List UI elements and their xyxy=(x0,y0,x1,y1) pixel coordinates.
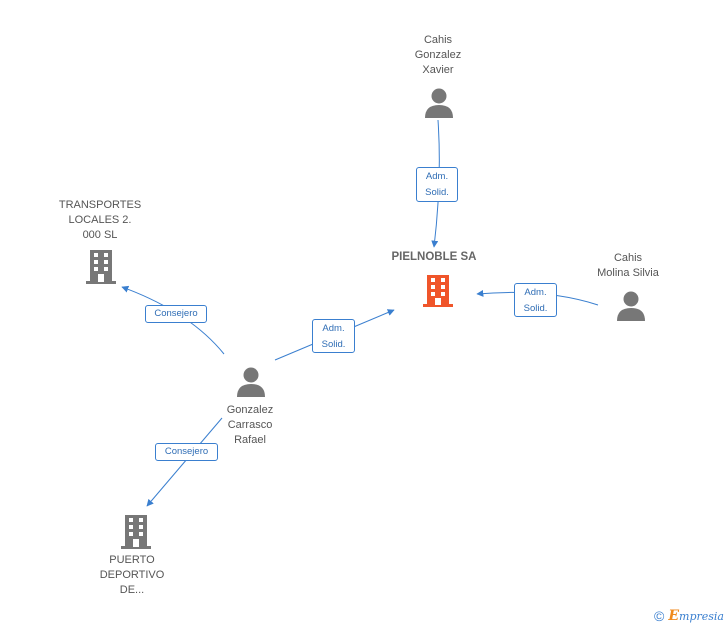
building-icon[interactable] xyxy=(121,515,151,554)
node-label-pielnoble[interactable]: PIELNOBLE SA xyxy=(391,251,477,263)
brand-logo-text: mpresia xyxy=(679,610,724,623)
edge-rafael-puerto xyxy=(146,417,223,507)
node-label-gonzalez-rafael[interactable]: Gonzalez Carrasco Rafael xyxy=(226,404,274,446)
brand-logo-initial: E xyxy=(668,608,680,624)
node-label-cahis-silvia[interactable]: Cahis Molina Silvia xyxy=(597,252,659,279)
edge-badge-rafael-transportes[interactable]: Consejero xyxy=(145,305,207,323)
edge-badge-silvia-pielnoble[interactable]: Adm. Solid. xyxy=(514,283,557,317)
building-icon[interactable] xyxy=(86,250,116,289)
edge-badge-rafael-pielnoble[interactable]: Adm. Solid. xyxy=(312,319,355,353)
node-label-puerto[interactable]: PUERTO DEPORTIVO DE... xyxy=(99,554,165,596)
person-icon[interactable] xyxy=(424,88,454,123)
edge-badge-xavier-pielnoble[interactable]: Adm. Solid. xyxy=(416,167,458,202)
node-label-cahis-xavier[interactable]: Cahis Gonzalez Xavier xyxy=(414,34,462,76)
copyright-symbol: © xyxy=(654,608,665,624)
person-icon[interactable] xyxy=(616,291,646,326)
building-icon[interactable] xyxy=(423,275,453,312)
node-label-transportes[interactable]: TRANSPORTES LOCALES 2. 000 SL xyxy=(58,199,142,241)
footer-brand: © Empresia xyxy=(654,608,724,624)
person-icon[interactable] xyxy=(236,367,266,402)
edge-badge-rafael-puerto[interactable]: Consejero xyxy=(155,443,218,461)
